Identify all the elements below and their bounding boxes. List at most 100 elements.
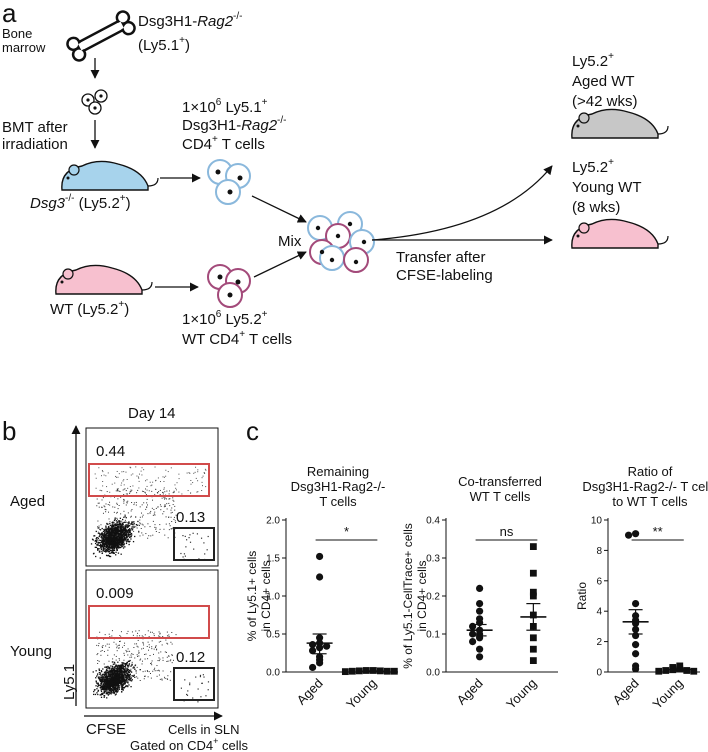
row-label-young: Young (10, 643, 52, 660)
data-point (390, 667, 398, 675)
chart-y-label: % of Ly5.1+ cellsin CD4+ cells (245, 551, 273, 642)
data-point (632, 600, 640, 608)
young-mouse-icon (571, 218, 669, 249)
significance-label: ** (653, 524, 663, 539)
chart-y-tick-label: 8 (596, 546, 602, 557)
ly51-cells-icon (207, 159, 251, 205)
chart-y-tick-label: 10 (591, 516, 603, 527)
chart-title-line: Dsg3H1-Rag2-/- (291, 479, 386, 494)
chart-y-tick-label: 2 (596, 637, 602, 648)
dsg3-mouse-label: Dsg3-/- (Ly5.2+) (30, 193, 131, 212)
chart-y-tick-label: 0.0 (426, 668, 440, 679)
data-point (632, 530, 640, 538)
transfer-label: Transfer after CFSE-labeling (396, 249, 493, 284)
chart-y-tick-label: 0.5 (266, 630, 280, 641)
chart-y-tick-label: 1.0 (266, 592, 280, 603)
row-label-aged: Aged (10, 493, 45, 510)
data-point (632, 641, 640, 649)
data-point (309, 663, 317, 672)
chart-y-tick-label: 0.1 (426, 630, 440, 641)
chart-y-tick-label: 0.3 (426, 554, 440, 565)
chart-title-line: Ratio of (628, 464, 673, 479)
wt-mouse-label: WT (Ly5.2+) (50, 299, 129, 318)
gate-value-young-ly51: 0.009 (96, 585, 134, 602)
chart-category-label: Aged (294, 676, 326, 708)
chart-category-label: Young (650, 676, 686, 712)
significance-label: ns (500, 524, 514, 539)
gate-aged-ly51 (88, 463, 210, 497)
data-point (341, 668, 349, 676)
data-point (529, 543, 537, 550)
data-point (316, 552, 324, 561)
data-point (655, 667, 663, 675)
flow-footnote: Cells in SLN Gated on CD4+ cells (130, 722, 248, 752)
data-point (469, 638, 477, 646)
ly51-cells-label: 1×106 Ly5.1+ Dsg3H1-Rag2-/- CD4+ T cells (182, 92, 291, 153)
gate-aged-cfse (173, 527, 215, 561)
dsg3-mouse-icon (61, 160, 159, 191)
day-14-title: Day 14 (128, 405, 176, 422)
data-point (625, 531, 633, 539)
gate-young-cfse (173, 667, 215, 701)
chart-category-label: Aged (454, 676, 486, 708)
data-point (316, 573, 324, 581)
chart-title-line: WT T cells (470, 489, 531, 504)
chart-y-tick-label: 4 (596, 607, 602, 618)
gate-value-aged-ly51: 0.44 (96, 443, 125, 460)
data-point (476, 584, 484, 593)
chart-y-tick-label: 0.4 (426, 516, 440, 527)
chart-y-label: % of Ly5.1-CellTrace+ cellsin CD4+ cells (401, 523, 429, 669)
data-point (690, 667, 698, 675)
data-point (662, 667, 670, 674)
gate-value-young-cfse: 0.12 (176, 649, 205, 666)
data-point (529, 645, 537, 653)
data-point (355, 667, 363, 675)
chart-y-tick-label: 6 (596, 576, 602, 587)
gate-young-ly51 (88, 605, 210, 639)
data-point (469, 622, 477, 631)
chart-title-line: T cells (319, 494, 357, 509)
flow-plot-aged-dots (90, 466, 209, 561)
data-point (476, 607, 484, 615)
data-point (316, 659, 324, 667)
chart-y-tick-label: 0.0 (266, 668, 280, 679)
chart-category-label: Young (503, 676, 539, 712)
arrow-ly52-to-mix (253, 251, 307, 278)
arrow-to-aged (371, 165, 553, 241)
young-recipient-label: Ly5.2+ Young WT (8 wks) (572, 152, 645, 216)
ly52-cells-label: 1×106 Ly5.2+ WT CD4+ T cells (182, 304, 292, 348)
data-point (529, 588, 537, 596)
mixed-cells-icon (307, 211, 375, 273)
significance-label: * (344, 524, 349, 539)
data-point (529, 657, 537, 664)
gate-value-aged-cfse: 0.13 (176, 509, 205, 526)
chart-title-line: Remaining (307, 464, 369, 479)
y-axis-label-ly51: Ly5.1 (61, 664, 78, 700)
chart-y-tick-label: 0 (596, 668, 602, 679)
aged-recipient-label: Ly5.2+ Aged WT (>42 wks) (572, 46, 638, 110)
chart-category-label: Young (343, 676, 379, 712)
chart-y-label: Ratio (575, 582, 589, 610)
bmt-label: BMT after irradiation (2, 119, 72, 153)
data-point (469, 630, 477, 638)
data-point (632, 650, 640, 658)
chart-title-line: Co-transferred (458, 474, 542, 489)
data-point (348, 667, 356, 675)
data-point (383, 667, 391, 675)
wt-donor-mouse-icon (55, 264, 153, 295)
data-point (632, 665, 640, 673)
data-point (476, 653, 484, 661)
ly52-cells-icon (207, 264, 251, 308)
data-point (529, 634, 537, 642)
flow-plot-young-dots (92, 630, 210, 703)
x-axis-label-cfse: CFSE (86, 721, 126, 738)
chart-y-tick-label: 1.5 (266, 554, 280, 565)
mix-label: Mix (278, 233, 302, 250)
data-point (309, 647, 317, 655)
chart-y-tick-label: 2.0 (266, 516, 280, 527)
bone-icon (66, 10, 136, 62)
